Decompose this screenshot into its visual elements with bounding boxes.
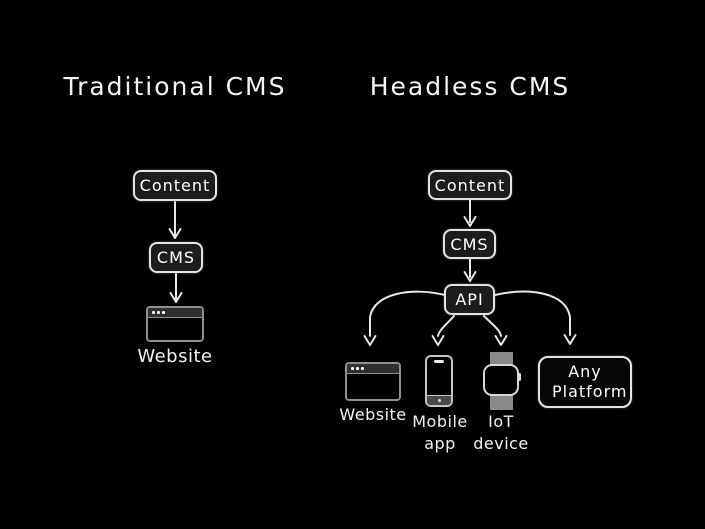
browser-dot-icon xyxy=(157,311,160,314)
watch-band-bottom xyxy=(489,395,513,410)
traditional-cms-title: Traditional CMS xyxy=(63,72,287,101)
browser-titlebar xyxy=(148,308,202,318)
phone-homebar xyxy=(427,395,451,405)
watch-face xyxy=(483,364,521,396)
smartphone-icon xyxy=(425,355,453,407)
target-label-iot-device: IoT device xyxy=(473,412,529,453)
browser-dot-icon xyxy=(152,311,155,314)
any-platform-node: Any Platform xyxy=(552,362,628,401)
headless-api-node: API xyxy=(444,284,495,315)
headless-cms-node: CMS xyxy=(443,229,496,259)
browser-titlebar xyxy=(347,364,399,374)
smartwatch-icon xyxy=(483,352,521,410)
browser-dot-icon xyxy=(162,311,165,314)
browser-dot-icon xyxy=(361,367,364,370)
watch-band-top xyxy=(489,352,513,365)
headless-content-node: Content xyxy=(428,170,512,200)
traditional-cms-node: CMS xyxy=(149,242,203,273)
headless-cms-title: Headless CMS xyxy=(369,72,571,101)
traditional-website-label: Website xyxy=(137,346,213,367)
traditional-content-node: Content xyxy=(133,170,217,201)
phone-home-button xyxy=(437,399,441,402)
traditional-website-browser-icon xyxy=(146,306,204,342)
browser-dot-icon xyxy=(351,367,354,370)
target-label-mobile-app: Mobile app xyxy=(412,412,468,453)
browser-dot-icon xyxy=(356,367,359,370)
headless-website-browser-icon xyxy=(345,362,401,401)
target-label-website: Website xyxy=(339,405,407,424)
phone-speaker xyxy=(434,359,444,363)
watch-crown xyxy=(518,373,521,381)
